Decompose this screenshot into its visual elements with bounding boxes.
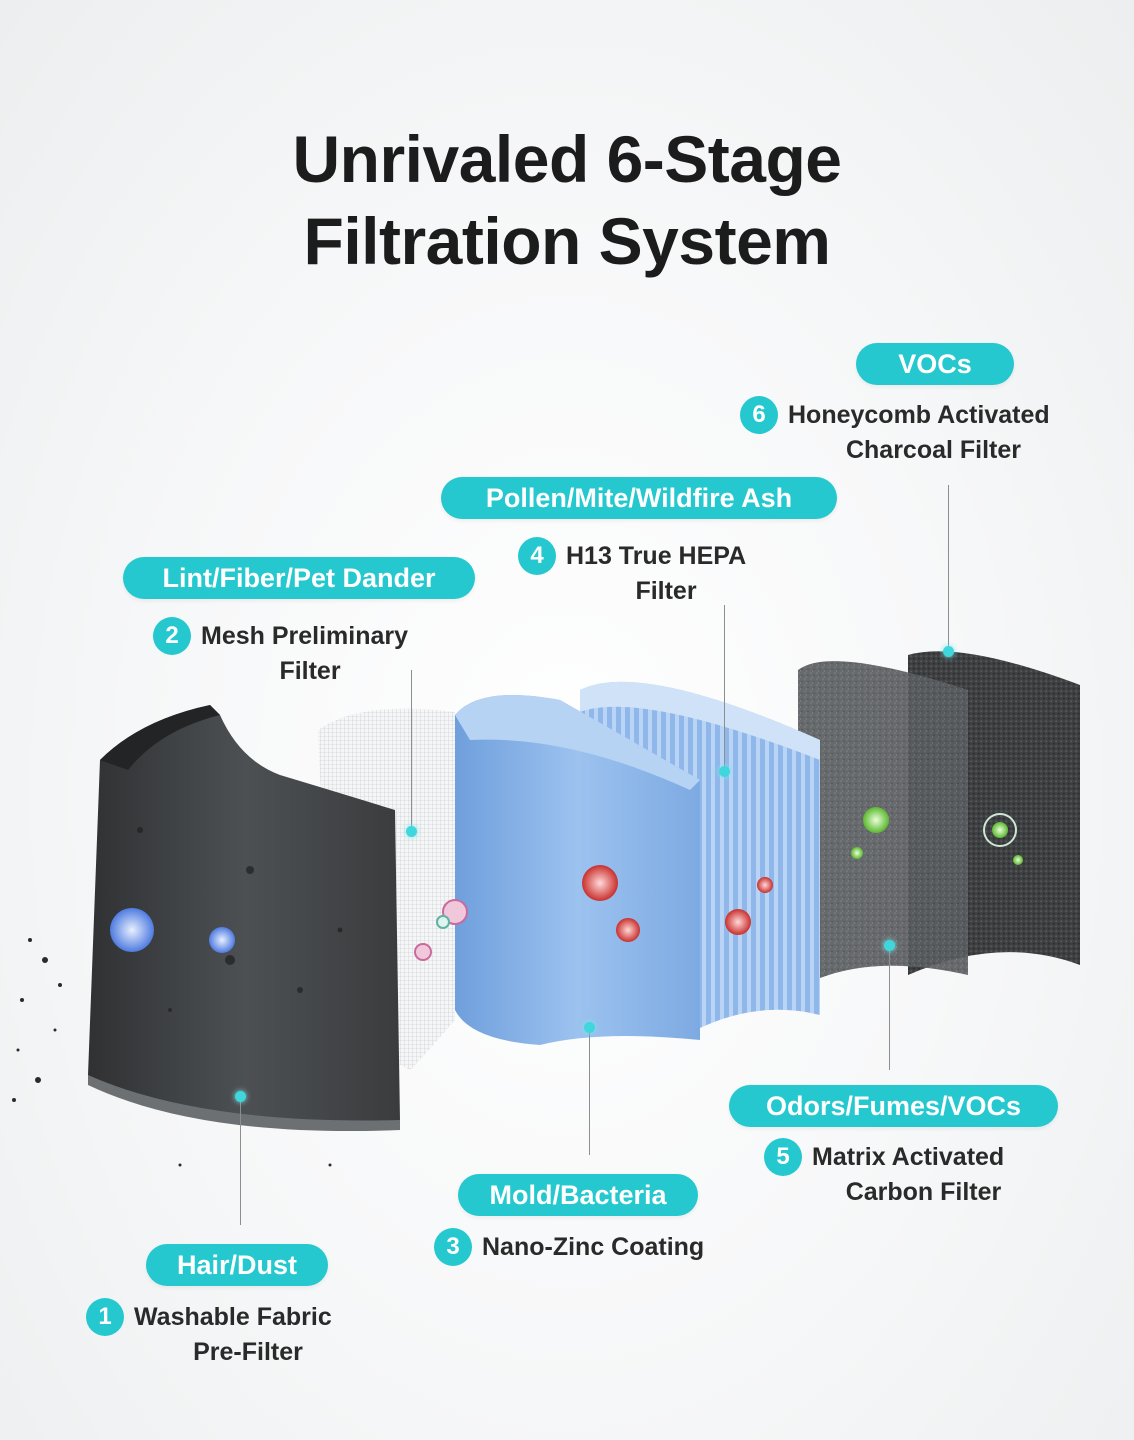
stage-4-name-line-1: H13 True HEPA: [566, 541, 747, 570]
stage-2-tag: Lint/Fiber/Pet Dander: [123, 557, 475, 599]
stage-4-label: 4 H13 True HEPA Filter: [518, 537, 768, 608]
leader-line-stage-2: [411, 670, 412, 830]
stage-6-name-line-1: Honeycomb Activated: [788, 400, 1050, 429]
stage-5-tag: Odors/Fumes/VOCs: [729, 1085, 1058, 1127]
stage-1-name-line-1: Washable Fabric: [134, 1302, 332, 1331]
leader-line-stage-4: [724, 605, 725, 770]
indicator-dot-stage-5: [884, 940, 895, 951]
stage-5-name-line-1: Matrix Activated: [812, 1142, 1005, 1171]
leader-line-stage-5: [889, 945, 890, 1070]
stage-4-tag: Pollen/Mite/Wildfire Ash: [441, 477, 837, 519]
page-title: Unrivaled 6-Stage Filtration System: [0, 118, 1134, 282]
stage-2-label: 2 Mesh Preliminary Filter: [153, 617, 433, 688]
stage-4-number-badge: 4: [518, 537, 556, 575]
stage-6-tag: VOCs: [856, 343, 1014, 385]
leader-line-stage-6: [948, 485, 949, 650]
indicator-dot-stage-2: [406, 826, 417, 837]
stage-4-name-line-2: Filter: [635, 577, 697, 605]
indicator-dot-stage-6: [943, 646, 954, 657]
stage-3-tag: Mold/Bacteria: [458, 1174, 698, 1216]
title-line-2: Filtration System: [303, 204, 831, 278]
stage-5-number-badge: 5: [764, 1138, 802, 1176]
stage-1-label: 1 Washable Fabric Pre-Filter: [86, 1298, 366, 1369]
stage-2-name-line-1: Mesh Preliminary: [201, 621, 409, 650]
stage-5-name-line-2: Carbon Filter: [845, 1178, 1002, 1206]
leader-line-stage-1: [240, 1100, 241, 1225]
stage-3-name-line-1: Nano-Zinc Coating: [482, 1232, 705, 1261]
stage-6-number-badge: 6: [740, 396, 778, 434]
stage-5-label: 5 Matrix Activated Carbon Filter: [764, 1138, 1039, 1209]
stage-1-name-line-2: Pre-Filter: [193, 1338, 303, 1366]
indicator-dot-stage-4: [719, 766, 730, 777]
stage-3-number-badge: 3: [434, 1228, 472, 1266]
stage-6-name-line-2: Charcoal Filter: [845, 436, 1022, 464]
leader-line-stage-3: [589, 1030, 590, 1155]
stage-1-tag: Hair/Dust: [146, 1244, 328, 1286]
indicator-dot-stage-3: [584, 1022, 595, 1033]
stage-2-number-badge: 2: [153, 617, 191, 655]
title-line-1: Unrivaled 6-Stage: [292, 122, 842, 196]
stage-1-number-badge: 1: [86, 1298, 124, 1336]
stage-6-label: 6 Honeycomb Activated Charcoal Filter: [740, 396, 1085, 467]
stage-3-label: 3 Nano-Zinc Coating: [434, 1228, 734, 1266]
indicator-dot-stage-1: [235, 1091, 246, 1102]
stage-2-name-line-2: Filter: [279, 657, 341, 685]
